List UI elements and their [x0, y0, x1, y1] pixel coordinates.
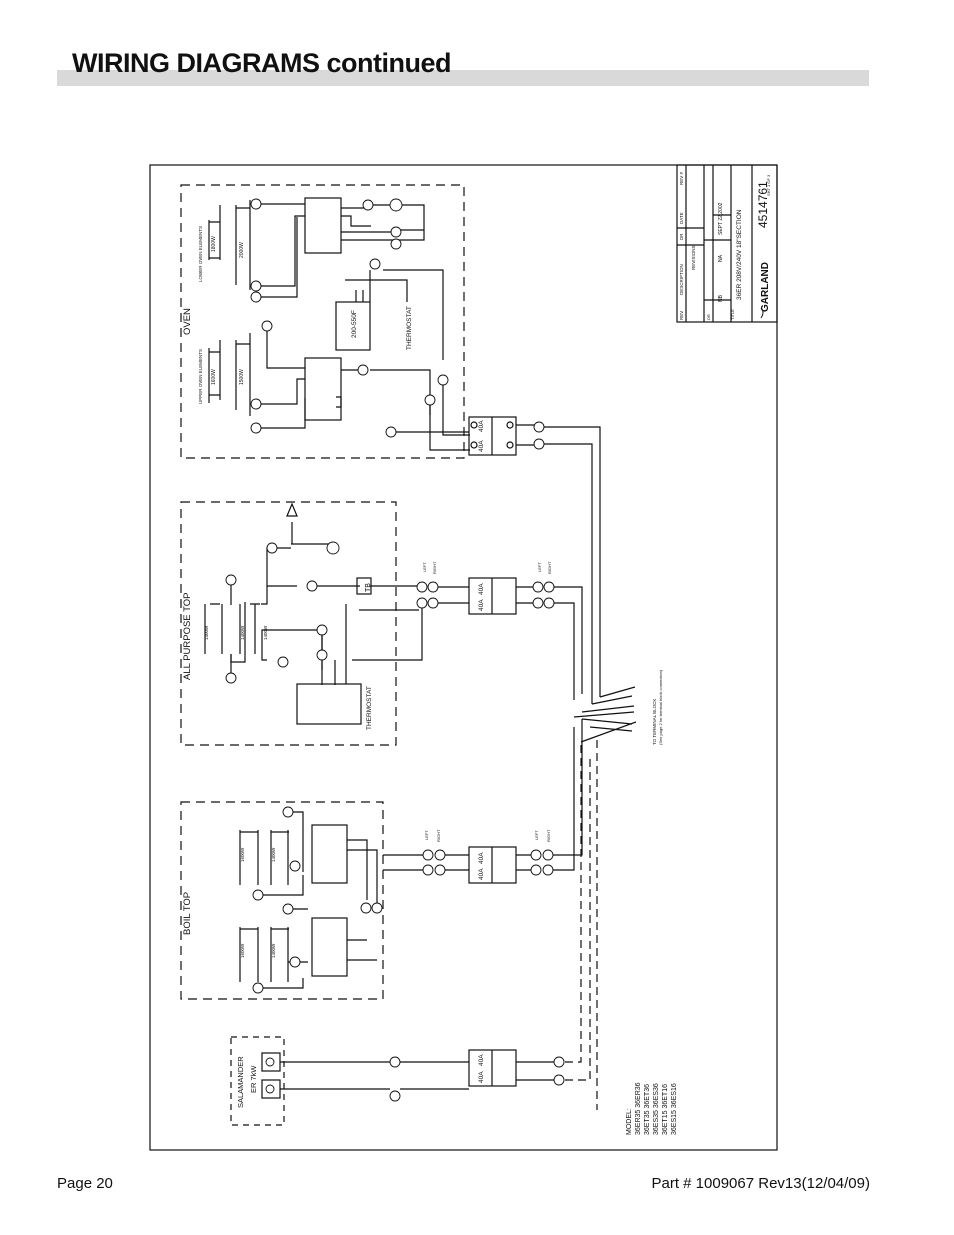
terminal-block-note: (See page 2 for terminal block connectio…	[658, 669, 663, 745]
tb-revisions: REVISIONS	[691, 245, 696, 270]
fuse-label: 40A	[478, 1054, 485, 1066]
fuse-label: 40A	[478, 583, 485, 595]
tb-rev: REV	[679, 311, 684, 320]
apt-thermostat-label: THERMOSTAT	[366, 686, 373, 730]
upper-elements-label: UPPER OVEN ELEMENTS	[198, 349, 203, 404]
title-underline-bar	[57, 70, 869, 86]
salamander-rating: ER 7kW	[249, 1065, 258, 1093]
tb-dr: DR	[679, 233, 684, 240]
model-line: 36ER35 36ER36	[635, 1082, 642, 1135]
tb-dr-value: NB	[718, 294, 724, 302]
salamander-section-box	[230, 1036, 285, 1126]
lower-outer-rating: 1800W	[211, 236, 217, 252]
boil-front-right: 1400W	[271, 943, 276, 958]
tb-date: DATE	[679, 212, 684, 224]
tb-date-value: SEPT 22,2002	[718, 202, 724, 235]
apt-wiring	[204, 502, 423, 725]
model-line: 36ET35 36ET36	[644, 1084, 651, 1135]
page-title: WIRING DIAGRAMS continued	[72, 48, 451, 78]
title-block	[676, 164, 778, 323]
garland-logo-mark	[760, 307, 764, 319]
oven-thermostat-label: THERMOSTAT	[406, 306, 413, 350]
left-label: LEFT	[534, 830, 539, 840]
left-label: LEFT	[422, 562, 427, 572]
models-title: MODEL:	[626, 1108, 633, 1135]
tb-drawing-number: 4514761	[756, 181, 770, 228]
lower-elements-label: LOWER OVEN ELEMENTS	[198, 226, 203, 282]
fuse-label: 40A	[478, 420, 485, 432]
apt-element-3: 1400W	[263, 625, 268, 640]
oven-wiring	[208, 197, 470, 451]
upper-outer-rating: 1600W	[211, 369, 217, 385]
fuse-label: 40A	[478, 868, 485, 880]
oven-section-box	[180, 184, 465, 459]
title-block-text: REV DESCRIPTION DR DATE REV # REVISIONS …	[679, 171, 771, 320]
apt-element-1: 1400W	[204, 625, 209, 640]
fuse-label: 40A	[478, 852, 485, 864]
model-line: 36ET15 36ET16	[662, 1084, 669, 1135]
model-line: 36ES15 36ES16	[671, 1083, 678, 1135]
tb-title-value: 36ER 208V/240V 18"SECTION	[736, 209, 743, 300]
salamander-label: SALAMANDER	[236, 1056, 245, 1108]
terminal-block-label: TO TERMINAL BLOCK	[652, 699, 657, 745]
tb-scale-value: NA	[718, 254, 724, 262]
fuse-label: 40A	[478, 599, 485, 611]
tb-description: DESCRIPTION	[679, 264, 684, 295]
left-label: LEFT	[537, 562, 542, 572]
apt-element-2: 1400W	[240, 625, 245, 640]
boil-section-box	[180, 801, 384, 1000]
oven-section-label: OVEN	[182, 308, 193, 335]
right-label: RIGHT	[546, 829, 551, 842]
tb-rev-no: REV #	[679, 171, 684, 185]
boil-section-label: BOIL TOP	[182, 892, 193, 935]
boil-rear-right: 1400W	[271, 847, 276, 862]
apt-tb-label: TB	[365, 583, 372, 592]
boil-front-left: 1600W	[240, 943, 245, 958]
upper-inner-rating: 1500W	[239, 369, 245, 385]
lower-inner-rating: 2000W	[239, 242, 245, 258]
boil-rear-left: 1600W	[240, 847, 245, 862]
garland-logo: GARLAND	[760, 262, 771, 312]
model-line: 36ES35 36ES36	[653, 1083, 660, 1135]
right-label: RIGHT	[436, 829, 441, 842]
right-label: RIGHT	[547, 561, 552, 574]
page-number: Page 20	[57, 1175, 113, 1192]
left-label: LEFT	[424, 830, 429, 840]
apt-section-label: ALL PURPOSE TOP	[182, 593, 193, 680]
part-number: Part # 1009067 Rev13(12/04/09)	[651, 1175, 871, 1192]
right-label: RIGHT	[432, 561, 437, 574]
diagram-border	[149, 164, 778, 1151]
oven-thermostat-range: 200-550F	[351, 310, 358, 338]
tb-dr-label: DR	[706, 314, 711, 320]
apt-section-box	[180, 501, 397, 746]
fuse-label: 40A	[478, 440, 485, 452]
tb-sheet: SHT 1 OF 3	[766, 174, 771, 196]
model-list: MODEL: 36ER35 36ER36 36ET35 36ET36 36ES3…	[626, 1082, 678, 1135]
boil-wiring	[239, 811, 469, 989]
fuse-label: 40A	[478, 1071, 485, 1083]
tb-title-label: TITLE	[730, 309, 735, 320]
